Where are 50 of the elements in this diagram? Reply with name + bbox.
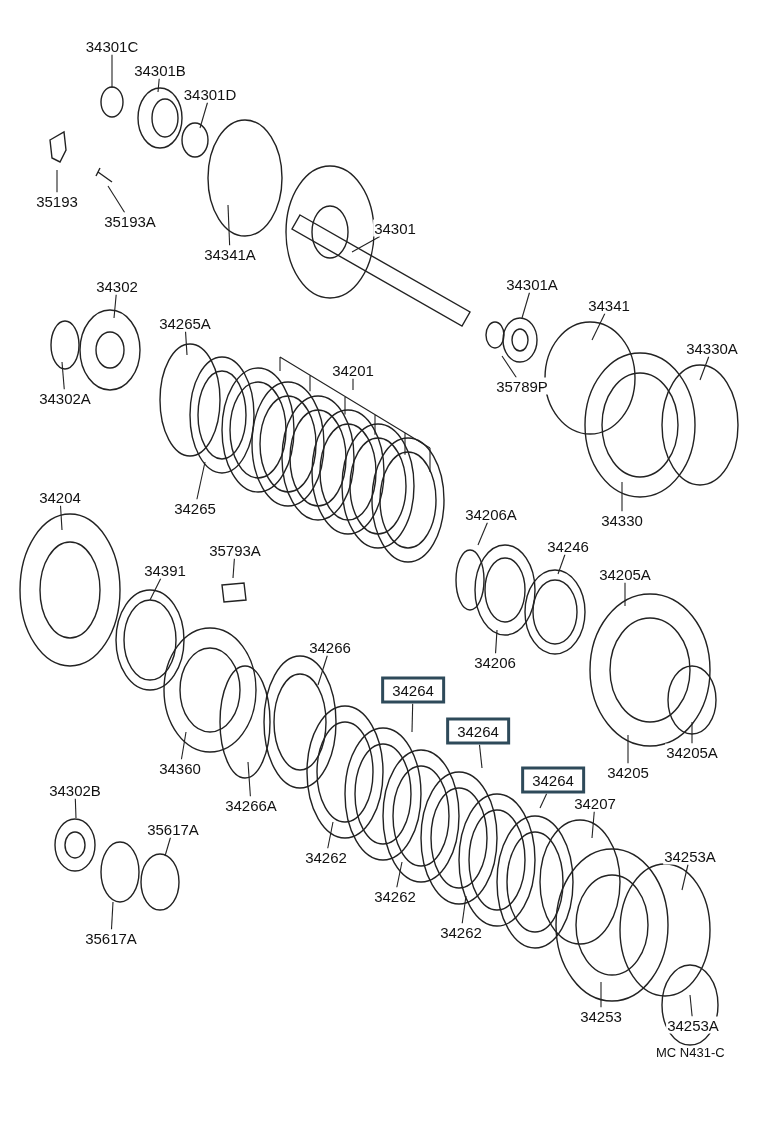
leader-line	[227, 204, 231, 247]
leader-line	[624, 581, 626, 607]
leader-line	[279, 356, 431, 473]
leader-line	[74, 797, 77, 819]
leader-line	[521, 291, 531, 319]
leader-line	[247, 761, 251, 798]
leader-line	[196, 461, 206, 501]
leader-line	[557, 553, 566, 575]
leader-line	[621, 481, 623, 513]
leader-line	[59, 504, 63, 531]
leader-line	[689, 994, 693, 1018]
leader-line	[157, 77, 160, 93]
leader-line	[478, 743, 483, 769]
leader-line	[591, 810, 595, 839]
leader-line	[477, 521, 488, 546]
leader-line	[199, 101, 209, 129]
leader-line	[61, 361, 65, 391]
leader-line	[149, 577, 162, 601]
boxed-part-number: 34264	[381, 676, 445, 704]
leader-line	[411, 702, 414, 733]
leader-line	[591, 312, 606, 341]
leader-line	[627, 734, 629, 765]
leader-line	[681, 863, 689, 891]
boxed-part-number: 34264	[446, 717, 510, 745]
part-number: 34253A	[666, 1016, 720, 1034]
part-number: 35789P	[495, 377, 549, 395]
leader-line	[164, 836, 172, 857]
leader-line	[317, 654, 328, 686]
leader-line	[110, 901, 114, 931]
drawing-code: MC N431-C	[656, 1045, 725, 1060]
leader-line	[107, 185, 126, 214]
leader-line	[600, 981, 602, 1009]
leader-line	[539, 792, 548, 809]
leader-line	[113, 293, 117, 319]
leader-line	[351, 235, 381, 253]
leader-line	[699, 355, 710, 381]
leader-line	[327, 821, 334, 850]
leader-line	[180, 731, 187, 761]
leader-line	[494, 629, 498, 655]
leader-line	[232, 557, 235, 579]
part-number: 34301	[373, 219, 417, 237]
leader-line	[461, 895, 467, 925]
leader-line	[56, 169, 58, 194]
part-number: 34205A	[665, 743, 719, 761]
leader-line	[185, 330, 188, 356]
leader-line	[111, 53, 113, 89]
leader-line	[691, 721, 693, 745]
leader-line	[396, 861, 403, 889]
boxed-part-number: 34264	[521, 766, 585, 794]
leader-line	[501, 355, 517, 379]
